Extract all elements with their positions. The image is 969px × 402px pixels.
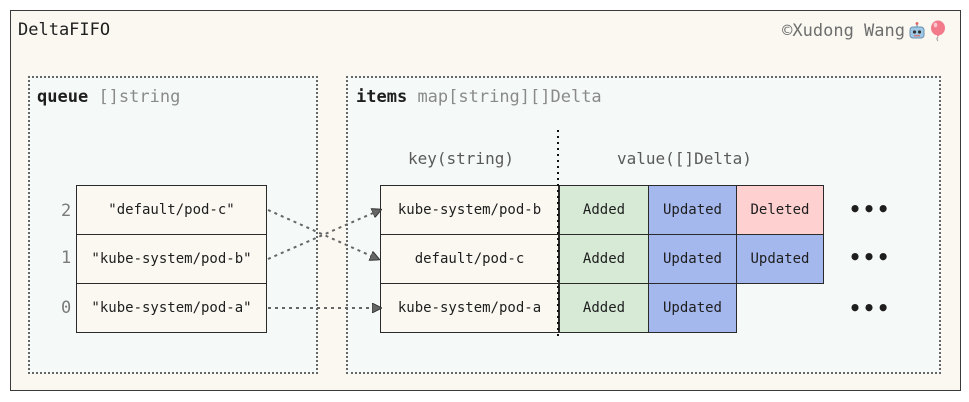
- connector-arrow: [267, 210, 380, 260]
- key-column-header: key(string): [408, 149, 514, 168]
- queue-entry: "default/pod-c": [76, 185, 267, 235]
- queue-entry: "kube-system/pod-b": [76, 234, 267, 284]
- queue-index: 1: [61, 248, 72, 268]
- more-ellipsis: •••: [849, 197, 892, 221]
- credit: ©Xudong Wang: [782, 20, 947, 42]
- delta-deleted: Deleted: [736, 185, 824, 235]
- queue-label: queue []string: [37, 87, 180, 107]
- queue-index: 0: [61, 298, 72, 318]
- connector-arrow: [267, 209, 378, 259]
- credit-text: ©Xudong Wang: [782, 21, 905, 41]
- queue-index: 2: [61, 201, 72, 221]
- robot-emoji-icon: [909, 22, 925, 39]
- balloon-emoji-icon: [931, 20, 945, 42]
- queue-name: queue: [37, 87, 89, 107]
- more-ellipsis: •••: [849, 245, 892, 269]
- queue-type: []string: [98, 87, 181, 107]
- items-key: kube-system/pod-b: [380, 185, 559, 235]
- more-ellipsis: •••: [849, 296, 892, 320]
- delta-updated: Updated: [648, 283, 737, 333]
- items-name: items: [356, 87, 408, 107]
- delta-added: Added: [559, 185, 649, 235]
- items-label: items map[string][]Delta: [356, 87, 602, 107]
- items-key: kube-system/pod-a: [380, 283, 559, 333]
- value-column-header: value([]Delta): [617, 149, 752, 168]
- items-type: map[string][]Delta: [417, 87, 602, 107]
- delta-updated: Updated: [736, 234, 824, 284]
- queue-entry: "kube-system/pod-a": [76, 283, 267, 333]
- diagram-title: DeltaFIFO: [18, 20, 111, 40]
